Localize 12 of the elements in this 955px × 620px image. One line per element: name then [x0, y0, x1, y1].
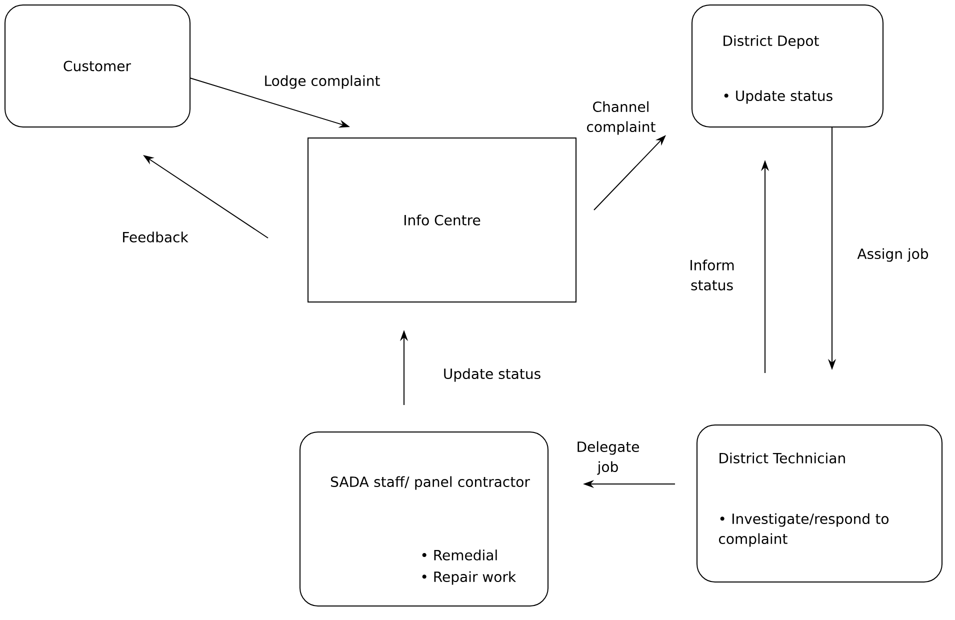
edge-label: Channel complaint: [587, 101, 656, 135]
process-box: Customer: [4, 4, 190, 128]
process-box: District Technician • Investigate/respond to complaint: [696, 424, 942, 582]
process-box: SADA staff/ panel contractor • Remedial • Repair work: [300, 432, 548, 606]
edge-label: Update status: [444, 368, 540, 382]
process-box: District Depot • Update status: [692, 4, 884, 128]
edge-label: Feedback: [123, 232, 188, 242]
edge-label: Lodge complaint: [265, 75, 380, 89]
edge-label: Inform status: [690, 260, 734, 290]
edge-label: Assign job: [857, 248, 928, 262]
edge-label: Delegate job: [578, 441, 639, 475]
centre-box: Info Centre: [308, 138, 576, 302]
